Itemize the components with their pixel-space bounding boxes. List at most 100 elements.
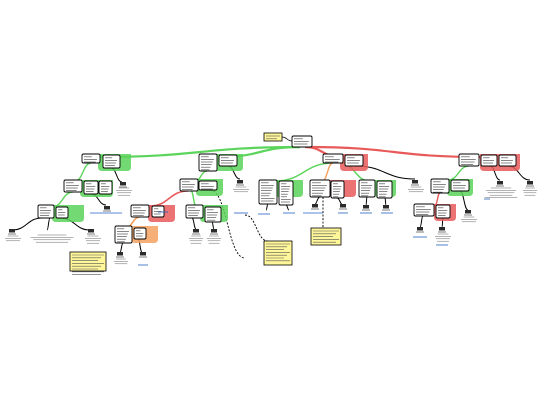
b4-red-node bbox=[413, 203, 435, 217]
note-left bbox=[69, 251, 107, 275]
b3-green-node-box bbox=[258, 179, 278, 205]
branch3-child bbox=[344, 154, 364, 167]
b4-green-node-box bbox=[430, 178, 450, 194]
branch4-caption-a bbox=[484, 187, 518, 198]
b4r-icon-a bbox=[416, 227, 424, 233]
edge-b3g-a bbox=[265, 203, 269, 211]
b4-green-node bbox=[430, 178, 450, 194]
branch2-icon-shape bbox=[237, 180, 243, 184]
b1-sub-node-box bbox=[63, 179, 83, 193]
b3r-icon-b bbox=[339, 204, 347, 210]
b3-green-child-box bbox=[278, 180, 294, 206]
b1-sub-child-a-box bbox=[83, 180, 99, 195]
branch3-icon-shape bbox=[412, 180, 418, 184]
branch2-caption bbox=[232, 186, 250, 193]
b3-green2-child-box bbox=[376, 180, 393, 199]
b2-green-child bbox=[204, 206, 222, 223]
b3r-icon-a-shape bbox=[312, 204, 318, 208]
branch4-icon-b-shape bbox=[527, 181, 533, 185]
edge-b2o-a bbox=[119, 242, 124, 253]
edge-b3g2-a bbox=[365, 196, 368, 206]
b2-sub-node bbox=[179, 178, 199, 192]
branch1-node bbox=[81, 153, 101, 164]
b4-green-child bbox=[450, 179, 470, 192]
branch2-child bbox=[218, 154, 238, 167]
b1s-icon-shape bbox=[104, 206, 110, 210]
branch1-icon-caption bbox=[115, 187, 133, 196]
b1s-icon bbox=[103, 206, 111, 212]
b4r-icon-a-shape bbox=[417, 227, 423, 231]
b2o-caption-a bbox=[113, 258, 129, 265]
b1-sub-child-b bbox=[98, 180, 113, 195]
branch3-node-box bbox=[322, 153, 344, 164]
b2-orange-node-box bbox=[114, 225, 133, 244]
edge-b1s2-b bbox=[46, 217, 51, 231]
note-middle-box bbox=[263, 240, 293, 266]
branch2-icon bbox=[236, 180, 244, 186]
edge-b2s-red bbox=[149, 190, 189, 207]
b3g2-icon-b-shape bbox=[383, 205, 389, 209]
b1-sub2-node bbox=[37, 204, 55, 219]
branch4-child-a bbox=[480, 154, 498, 167]
b1-sub-child-a bbox=[83, 180, 99, 195]
b3-red-node-box bbox=[309, 179, 331, 198]
branch4-icon-b bbox=[526, 181, 534, 187]
b3-red-node bbox=[309, 179, 331, 198]
branch4-node-box bbox=[458, 153, 480, 167]
b3-green2-child bbox=[376, 180, 393, 199]
b4r-caption-b bbox=[434, 233, 452, 242]
note-right bbox=[310, 227, 342, 246]
branch3-icon bbox=[411, 180, 419, 186]
b4r-icon-b bbox=[438, 227, 446, 233]
b3-green-node bbox=[258, 179, 278, 205]
edge-root-branch1 bbox=[99, 145, 301, 159]
b3r-icon-a bbox=[311, 204, 319, 210]
b2g-icon-b-shape bbox=[211, 229, 217, 233]
b4-red-child-box bbox=[435, 204, 451, 219]
branch3-node bbox=[322, 153, 344, 164]
b1s2-caption-a bbox=[4, 235, 22, 242]
b1s2-icon-a-shape bbox=[9, 229, 15, 233]
edge-b4g-red bbox=[434, 192, 441, 206]
branch4-node bbox=[458, 153, 480, 167]
branch3-caption bbox=[407, 186, 425, 193]
edge-b1s2-a bbox=[11, 217, 43, 231]
branch4-caption-b bbox=[522, 187, 538, 196]
b3g2-icon-b bbox=[382, 205, 390, 211]
note-middle bbox=[263, 240, 293, 266]
branch1-icon-shape bbox=[120, 182, 126, 186]
b4-red-node-box bbox=[413, 203, 435, 217]
root-note bbox=[263, 132, 283, 142]
b2o-icon-b-shape bbox=[140, 252, 146, 256]
b2-sub-child bbox=[198, 180, 218, 191]
b1-sub-node bbox=[63, 179, 83, 193]
b1s2-caption-b bbox=[30, 234, 74, 243]
b2-red-node bbox=[130, 204, 150, 218]
b1-sub2-node-box bbox=[37, 204, 55, 219]
b2-orange-node bbox=[114, 225, 133, 244]
b4g-icon-shape bbox=[465, 210, 471, 214]
b1s2-icon-a bbox=[8, 229, 16, 235]
b2-orange-child bbox=[133, 227, 147, 240]
b3-green-child bbox=[278, 180, 294, 206]
b1-sub2-child bbox=[55, 206, 69, 219]
b2-red-node-box bbox=[130, 204, 150, 218]
b4g-icon bbox=[464, 210, 472, 216]
edge-b2g-b bbox=[211, 221, 215, 230]
edge-root-branch4 bbox=[307, 145, 481, 159]
branch2-node-box bbox=[198, 153, 218, 172]
b1-sub-child-b-box bbox=[98, 180, 113, 195]
b2-sub-node-box bbox=[179, 178, 199, 192]
b2g-caption-b bbox=[206, 235, 222, 244]
root-note-link bbox=[281, 136, 293, 142]
b2g-icon-a bbox=[192, 229, 200, 235]
b4r-icon-b-shape bbox=[439, 227, 445, 231]
b2-green-node bbox=[185, 204, 204, 219]
b2g-icon-a-shape bbox=[193, 229, 199, 233]
root-node bbox=[291, 135, 313, 148]
b4-red-child bbox=[435, 204, 451, 219]
edge-b3g-b bbox=[285, 204, 290, 211]
edge-b2s-dash bbox=[209, 189, 246, 259]
